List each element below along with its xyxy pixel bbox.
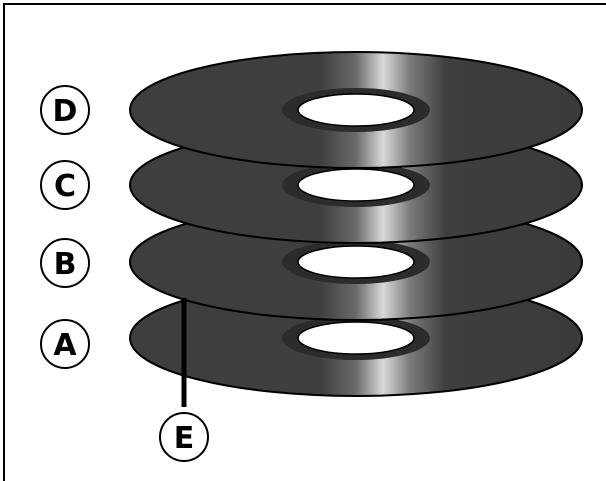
label-b-text: B (54, 247, 77, 282)
label-c-text: C (54, 169, 76, 204)
label-a-text: A (53, 328, 77, 363)
label-b: B (40, 238, 90, 288)
diagram-frame (3, 3, 606, 481)
label-d-text: D (53, 94, 78, 129)
label-d: D (40, 85, 90, 135)
label-e: E (159, 412, 209, 462)
disc-d (129, 51, 583, 169)
label-c: C (40, 160, 90, 210)
label-e-text: E (174, 421, 195, 456)
label-a: A (40, 319, 90, 369)
